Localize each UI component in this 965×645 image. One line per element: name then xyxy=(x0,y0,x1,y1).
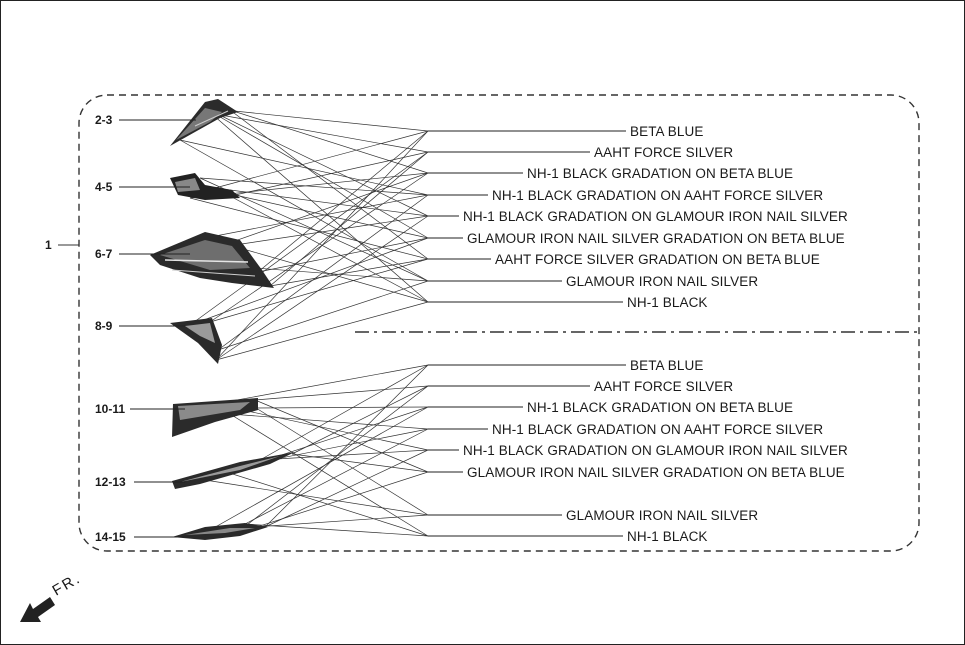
connection-line xyxy=(254,399,429,473)
connection-line xyxy=(189,151,429,326)
connection-line xyxy=(219,469,429,537)
color-label-top-8: NH-1 BLACK xyxy=(627,295,708,310)
front-arrow-icon xyxy=(20,597,55,622)
connection-line xyxy=(259,364,429,461)
color-label-top-2: NH-1 BLACK GRADATION ON BETA BLUE xyxy=(527,166,793,181)
connection-line xyxy=(244,428,429,525)
connection-line xyxy=(199,177,429,282)
part-label-12-13: 12-13 xyxy=(95,475,126,489)
connection-line xyxy=(229,413,429,537)
connection-line xyxy=(215,301,429,361)
part-shape-8-9 xyxy=(170,318,222,364)
color-label-top-0: BETA BLUE xyxy=(630,124,703,139)
front-direction-indicator: FR. xyxy=(20,570,84,622)
connection-line xyxy=(209,406,429,531)
connection-line xyxy=(215,215,429,361)
color-label-bottom-1: AAHT FORCE SILVER xyxy=(594,379,733,394)
connection-line xyxy=(254,385,429,401)
connection-line xyxy=(234,194,429,239)
part-label-6-7: 6-7 xyxy=(95,247,113,261)
connection-line xyxy=(214,130,429,189)
part-label-4-5: 4-5 xyxy=(95,180,113,194)
connection-line xyxy=(234,215,429,246)
part-label-8-9: 8-9 xyxy=(95,319,113,333)
part-shape-6-7 xyxy=(150,232,274,288)
color-label-bottom-0: BETA BLUE xyxy=(630,358,703,373)
color-label-bottom-2: NH-1 BLACK GRADATION ON BETA BLUE xyxy=(527,400,793,415)
connection-line xyxy=(229,109,429,174)
part-shape-12-13 xyxy=(172,452,295,489)
connection-line xyxy=(291,453,429,473)
color-label-top-4: NH-1 BLACK GRADATION ON GLAMOUR IRON NAI… xyxy=(463,209,848,224)
part-labels: 2-3 4-5 6-7 8-9 10-11 12-13 14-15 xyxy=(95,113,196,544)
part-label-14-15: 14-15 xyxy=(95,530,126,544)
connection-line xyxy=(189,197,429,260)
connection-line xyxy=(199,177,429,196)
connection-line xyxy=(269,151,429,287)
connection-line xyxy=(259,449,429,461)
connection-line xyxy=(214,187,429,217)
connection-line xyxy=(234,471,429,535)
connection-line xyxy=(204,194,429,239)
connection-line xyxy=(204,479,429,516)
connection-line xyxy=(214,364,429,405)
connection-line xyxy=(229,413,429,430)
color-label-top-6: AAHT FORCE SILVER GRADATION ON BETA BLUE xyxy=(495,252,820,267)
color-label-top-3: NH-1 BLACK GRADATION ON AAHT FORCE SILVE… xyxy=(492,188,823,203)
connection-line xyxy=(244,523,429,537)
part-label-10-11: 10-11 xyxy=(95,402,125,416)
color-label-bottom-3: NH-1 BLACK GRADATION ON AAHT FORCE SILVE… xyxy=(492,422,823,437)
color-label-top-7: GLAMOUR IRON NAIL SILVER xyxy=(566,274,758,289)
connection-line xyxy=(217,280,429,351)
connection-line xyxy=(255,407,429,516)
connection-line xyxy=(189,237,429,326)
connection-line xyxy=(209,258,429,323)
connection-line xyxy=(264,364,429,528)
connection-line xyxy=(209,172,429,323)
connection-line xyxy=(257,237,429,273)
part-shape-4-5 xyxy=(170,173,240,200)
connection-line xyxy=(264,449,429,528)
part-shape-10-11 xyxy=(172,398,258,437)
connection-line xyxy=(204,107,429,132)
color-label-bottom-4: NH-1 BLACK GRADATION ON GLAMOUR IRON NAI… xyxy=(463,443,848,458)
part-label-2-3: 2-3 xyxy=(95,113,113,127)
part-shape-2-3 xyxy=(170,99,238,146)
part-shape-14-15 xyxy=(172,523,268,540)
color-label-top-1: AAHT FORCE SILVER xyxy=(594,145,733,160)
connection-line xyxy=(234,385,429,535)
color-label-bottom-6: GLAMOUR IRON NAIL SILVER xyxy=(566,508,758,523)
connection-line xyxy=(217,194,429,351)
connection-line xyxy=(214,187,429,303)
color-label-bottom-5: GLAMOUR IRON NAIL SILVER GRADATION ON BE… xyxy=(467,465,845,480)
callout-number: 1 xyxy=(45,238,52,252)
color-label-bottom-7: NH-1 BLACK xyxy=(627,529,708,544)
connection-line xyxy=(234,151,429,196)
connection-line xyxy=(255,406,429,409)
connection-line xyxy=(257,130,429,273)
connection-line xyxy=(229,109,429,260)
connection-line xyxy=(179,139,429,196)
front-label: FR. xyxy=(50,570,85,600)
connection-line xyxy=(269,258,429,287)
connection-line xyxy=(291,385,429,455)
part-shapes xyxy=(150,99,295,540)
connection-line xyxy=(214,113,429,153)
color-label-top-5: GLAMOUR IRON NAIL SILVER GRADATION ON BE… xyxy=(467,231,845,246)
color-labels: BETA BLUE AAHT FORCE SILVER NH-1 BLACK G… xyxy=(428,124,848,544)
